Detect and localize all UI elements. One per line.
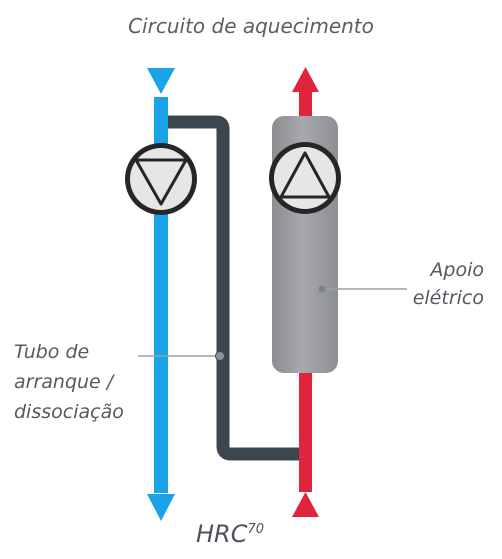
cold-pipe-top-arrow xyxy=(147,68,175,94)
electric-backup-leader-dot xyxy=(318,285,326,293)
model-name-text: HRC xyxy=(196,520,248,548)
electric-backup-label-line1: Apoio xyxy=(430,259,484,281)
bypass-tube xyxy=(163,115,299,461)
electric-backup-label-line2: elétrico xyxy=(412,287,484,309)
model-name: HRC70 xyxy=(196,520,264,548)
tube-label-line3: dissociação xyxy=(14,401,124,423)
tube-leader-dot xyxy=(215,351,225,361)
pump-up-triangle-icon xyxy=(279,151,331,199)
cold-pipe-bottom-arrow xyxy=(147,494,175,521)
hot-pump xyxy=(269,142,341,214)
model-superscript: 70 xyxy=(247,522,265,537)
cold-pump xyxy=(125,143,197,215)
diagram-title: Circuito de aquecimento xyxy=(128,14,374,38)
pump-down-triangle-icon xyxy=(134,158,188,206)
hot-pipe-top-arrow xyxy=(292,67,319,92)
tube-label-line1: Tubo de xyxy=(14,341,90,363)
tube-label-line2: arranque / xyxy=(14,371,114,393)
hot-pipe-bottom-arrow xyxy=(292,492,319,517)
